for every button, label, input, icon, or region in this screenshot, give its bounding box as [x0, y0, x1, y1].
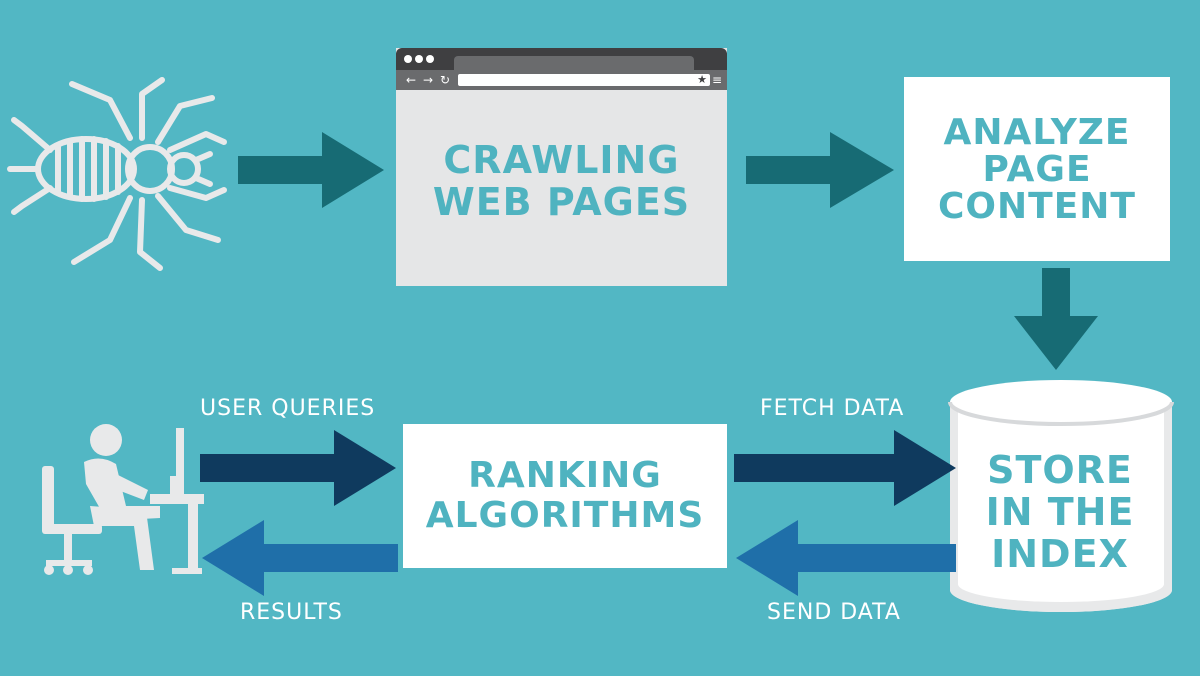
store-label: STORE IN THE INDEX [958, 422, 1162, 602]
arrow-to-crawling [238, 132, 384, 208]
browser-toolbar: ← → ↻ ★ ≡ [396, 70, 727, 90]
analyze-line: ANALYZE [943, 111, 1131, 153]
results-arrow [202, 520, 398, 596]
user-queries-arrow [200, 430, 396, 506]
user-queries-label: USER QUERIES [200, 396, 376, 421]
send-data-label: SEND DATA [767, 600, 901, 625]
spider-icon [7, 77, 227, 271]
crawling-web-pages-box: ← → ↻ ★ ≡ CRAWLING WEB PAGES [396, 48, 727, 286]
fetch-data-arrow [734, 430, 956, 506]
person-at-computer-icon [42, 424, 204, 575]
ranking-line: RANKING [468, 455, 662, 496]
window-dot [415, 55, 423, 63]
window-dot [404, 55, 412, 63]
store-line: INDEX [991, 532, 1129, 576]
ranking-line: ALGORITHMS [425, 495, 705, 536]
window-dot [426, 55, 434, 63]
crawling-line: WEB PAGES [432, 180, 691, 224]
database-cylinder-icon [948, 380, 1174, 612]
fetch-data-label: FETCH DATA [760, 396, 905, 421]
back-arrow-icon: ← [406, 73, 417, 87]
forward-arrow-icon: → [423, 73, 434, 87]
reload-icon: ↻ [440, 73, 451, 87]
arrow-to-store [1014, 268, 1098, 370]
crawling-line: CRAWLING [443, 138, 680, 182]
ranking-label: RANKING ALGORITHMS [403, 424, 727, 568]
send-data-arrow [736, 520, 956, 596]
menu-icon: ≡ [712, 73, 723, 87]
analyze-page-content-box: ANALYZE PAGE CONTENT [904, 77, 1170, 261]
arrow-to-analyze [746, 132, 894, 208]
analyze-line: CONTENT [938, 185, 1136, 227]
results-label: RESULTS [240, 600, 343, 625]
analyze-label: ANALYZE PAGE CONTENT [904, 77, 1170, 261]
store-line: STORE [987, 448, 1133, 492]
crawling-label: CRAWLING WEB PAGES [396, 90, 727, 286]
browser-tab [454, 56, 694, 70]
address-bar: ★ [458, 74, 710, 86]
browser-tab-bar [396, 48, 727, 70]
analyze-line: PAGE [982, 148, 1092, 190]
star-icon: ★ [697, 73, 707, 86]
store-line: IN THE [985, 490, 1135, 534]
ranking-algorithms-box: RANKING ALGORITHMS [403, 424, 727, 568]
